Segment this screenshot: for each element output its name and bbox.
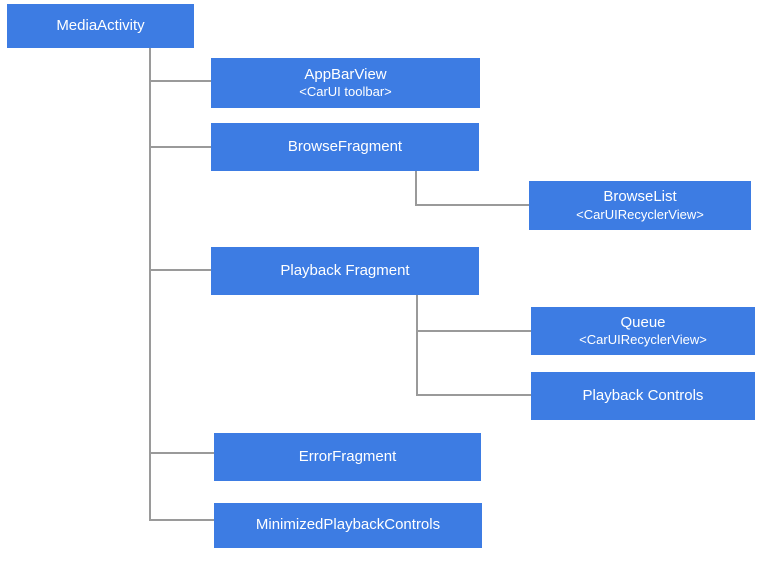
node-label: BrowseFragment (287, 137, 403, 155)
connector-mediaactivity-errorfragment (149, 452, 214, 454)
node-media-activity: MediaActivity (7, 4, 194, 48)
node-queue: Queue <CarUIRecyclerView> (531, 307, 755, 355)
node-label: MinimizedPlaybackControls (255, 516, 441, 534)
node-label: ErrorFragment (298, 447, 397, 465)
node-label: Playback Fragment (280, 261, 410, 279)
node-sublabel: <CarUIRecyclerView> (576, 206, 704, 222)
node-playback-fragment: Playback Fragment (211, 247, 479, 295)
node-label: AppBarView (304, 65, 387, 83)
node-sublabel: <CarUI toolbar> (299, 84, 392, 100)
node-browse-fragment: BrowseFragment (211, 123, 479, 171)
connector-browsefragment-vertical (415, 171, 417, 206)
node-label: Queue (620, 313, 666, 331)
node-label: Playback Controls (582, 386, 704, 404)
connector-mediaactivity-minimizedplaybackcontrols (149, 519, 214, 521)
connector-mediaactivity-browsefragment (149, 146, 211, 148)
connector-browsefragment-browselist (415, 204, 529, 206)
node-playback-controls: Playback Controls (531, 372, 755, 420)
connector-playbackfragment-queue (416, 330, 531, 332)
node-sublabel: <CarUIRecyclerView> (579, 332, 707, 348)
node-error-fragment: ErrorFragment (214, 433, 481, 481)
node-browse-list: BrowseList <CarUIRecyclerView> (529, 181, 751, 230)
node-minimized-playback-controls: MinimizedPlaybackControls (214, 503, 482, 548)
connector-playbackfragment-vertical (416, 295, 418, 396)
connector-trunk-vertical (149, 48, 151, 521)
node-label: MediaActivity (56, 16, 145, 34)
node-label: BrowseList (603, 188, 677, 205)
node-app-bar-view: AppBarView <CarUI toolbar> (211, 58, 480, 108)
connector-mediaactivity-appbarview (149, 80, 211, 82)
connector-playbackfragment-playbackcontrols (416, 394, 531, 396)
connector-mediaactivity-playbackfragment (149, 269, 211, 271)
